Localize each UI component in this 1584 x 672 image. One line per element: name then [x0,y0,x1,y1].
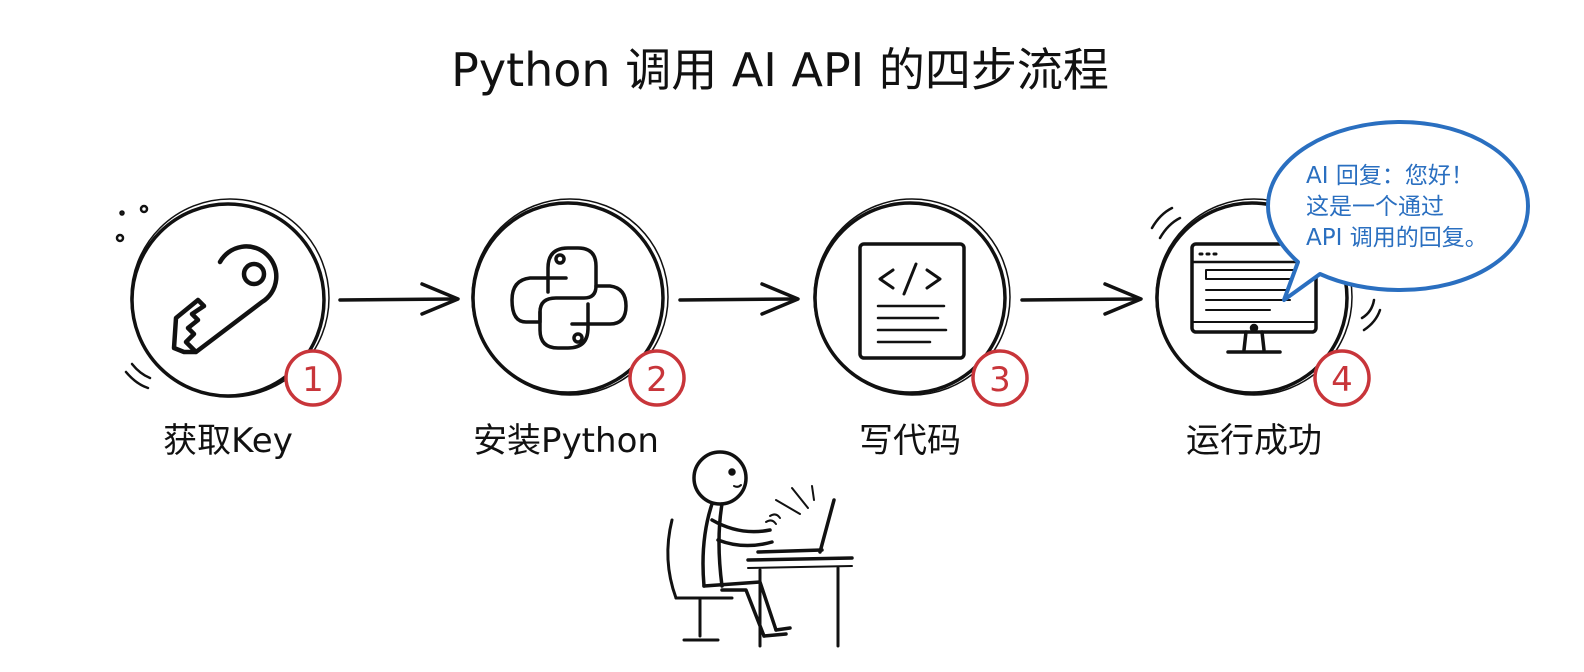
step-1: 1 获取Key [115,198,342,461]
step-number: 1 [302,360,324,400]
step-2: 2 安装Python [471,198,686,461]
arrow-icon [338,282,460,316]
step-number-badge: 4 [1313,349,1371,407]
step-number: 4 [1331,360,1353,400]
step-1-circle [130,198,330,398]
code-document-icon [858,242,966,360]
arrow-icon [678,282,800,316]
monitor-icon [1190,242,1318,354]
person-typing-on-laptop-icon [666,450,854,648]
step-label: 写代码 [859,421,961,461]
step-number: 2 [646,360,668,400]
bubble-line: AI 回复：您好！ [1306,163,1474,189]
step-2-circle [471,198,669,396]
page-title: Python 调用 AI API 的四步流程 [451,43,1109,97]
step-label: 安装Python [473,421,659,461]
step-number-badge: 2 [628,349,686,407]
step-3: 3 写代码 [813,198,1029,461]
step-4: 4 运行成功 [1150,198,1382,461]
python-logo-icon [510,246,628,350]
sparkle-marks [115,204,152,390]
step-3-circle [813,198,1011,396]
bubble-line: 这是一个通过 [1306,194,1444,220]
speech-bubble: AI 回复：您好！ 这是一个通过 API 调用的回复。 [1266,120,1530,302]
step-label: 获取Key [163,421,293,461]
motion-marks [1150,206,1382,332]
step-number-badge: 1 [284,349,342,407]
bubble-line: API 调用的回复。 [1306,225,1488,251]
arrow-icon [1020,282,1143,316]
key-icon [171,244,279,355]
step-number: 3 [989,360,1011,400]
step-number-badge: 3 [971,349,1029,407]
step-4-circle [1155,198,1353,396]
step-label: 运行成功 [1186,421,1322,461]
